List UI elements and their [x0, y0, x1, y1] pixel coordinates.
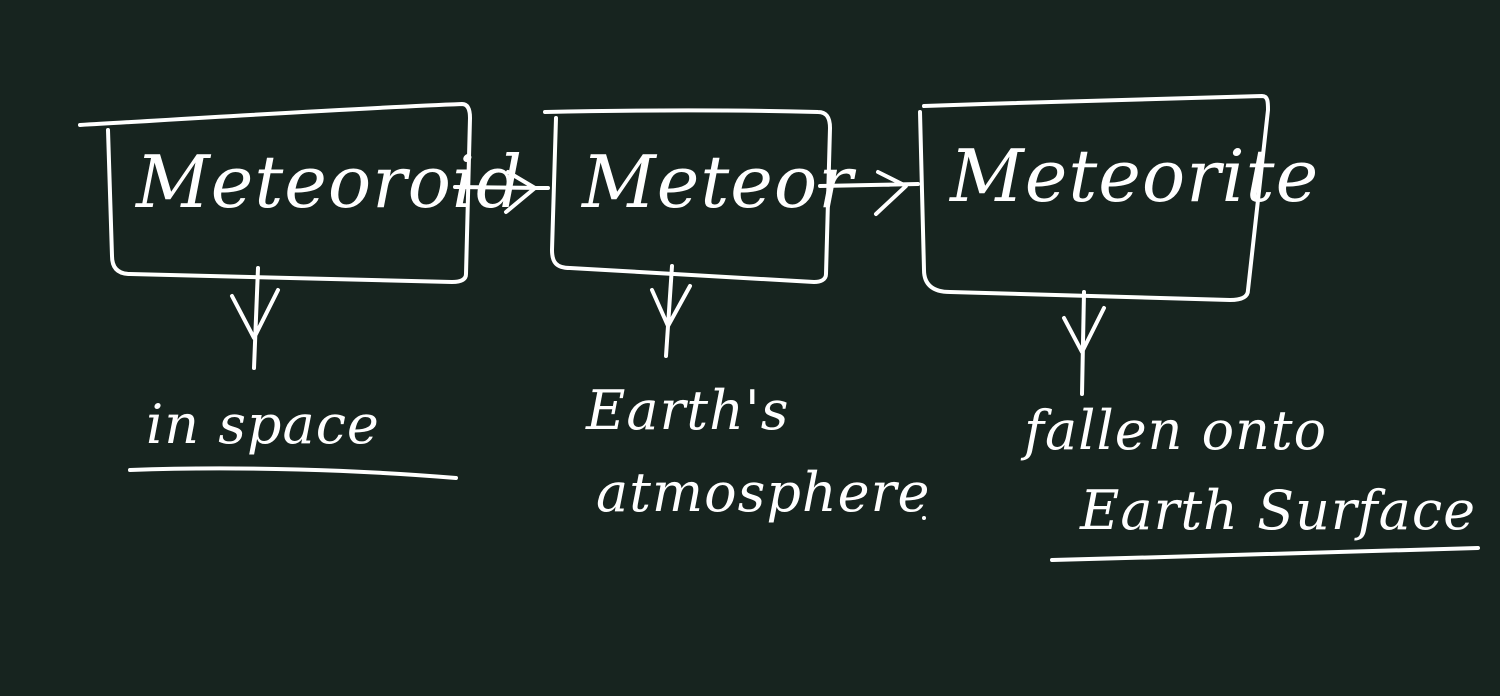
box-meteoroid	[78, 102, 472, 284]
note-earths: Earth's	[586, 379, 790, 442]
box-meteor	[543, 108, 832, 284]
down-arrow-meteor	[650, 264, 692, 358]
stage-label-meteoroid: Meteoroid	[136, 140, 524, 224]
note-fallen-onto: fallen onto	[1024, 399, 1328, 462]
arrow-meteoroid-to-meteor	[453, 170, 550, 214]
note-atmosphere: atmosphere	[596, 461, 931, 524]
stage-label-meteor: Meteor	[582, 140, 854, 224]
stage-label-meteorite: Meteorite	[950, 134, 1320, 218]
chalk-dot	[922, 516, 926, 520]
underline-earth-surface	[1050, 546, 1480, 562]
box-meteorite	[918, 94, 1270, 302]
note-in-space: in space	[146, 393, 380, 456]
down-arrow-meteorite	[1062, 290, 1106, 396]
note-earth-surface: Earth Surface	[1080, 479, 1477, 542]
underline-in-space	[128, 466, 458, 480]
arrow-meteor-to-meteorite	[818, 170, 920, 216]
down-arrow-meteoroid	[230, 266, 280, 370]
